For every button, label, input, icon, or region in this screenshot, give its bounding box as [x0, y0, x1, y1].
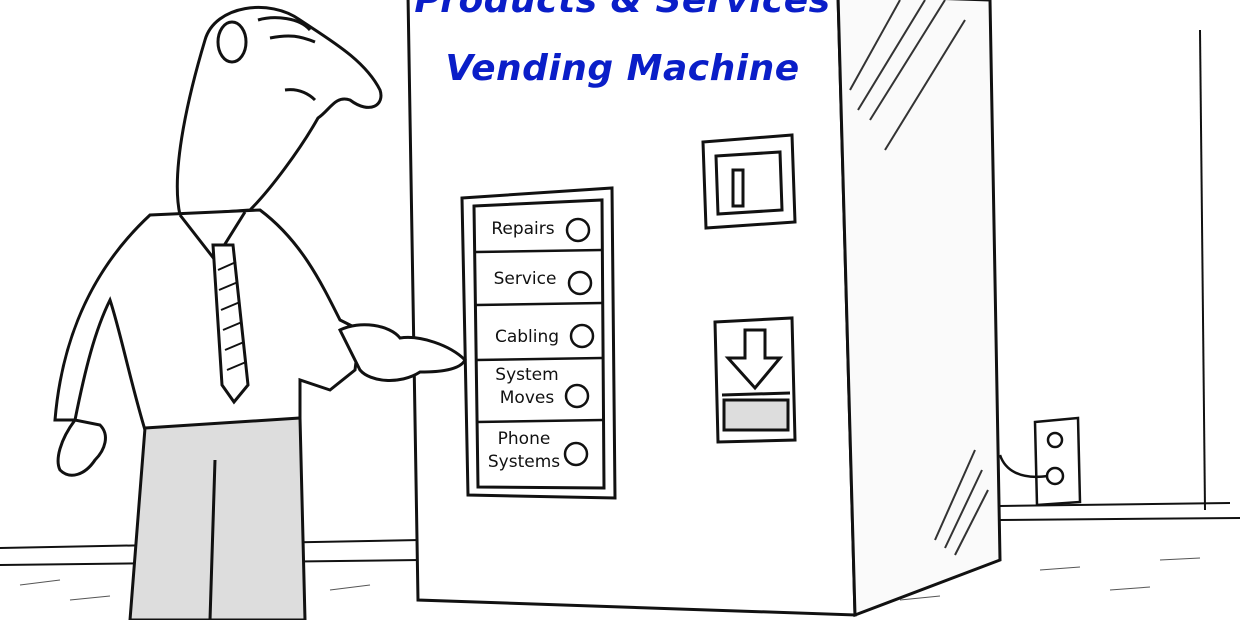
button-label-system-moves-line1: System	[495, 365, 559, 385]
button-label-service[interactable]: Service	[493, 269, 557, 289]
button-label-repairs[interactable]: Repairs	[491, 219, 555, 239]
tie-stripes	[217, 261, 247, 371]
man-figure	[53, 6, 467, 622]
button-circles	[563, 217, 595, 467]
button-label-phone-systems[interactable]: Phone Systems	[478, 428, 570, 474]
title-line-2: Vending Machine	[445, 48, 800, 89]
button-label-system-moves-line2: Moves	[499, 388, 555, 408]
machine-shading	[849, 0, 989, 556]
wall-outlet	[998, 416, 1082, 507]
button-label-system-moves[interactable]: System Moves	[486, 364, 568, 410]
coin-slot	[701, 133, 797, 230]
button-label-cabling[interactable]: Cabling	[494, 327, 560, 347]
dispenser	[713, 316, 797, 444]
button-label-phone-systems-line1: Phone	[497, 429, 551, 449]
panel-dividers	[475, 248, 604, 424]
button-label-phone-systems-line2: Systems	[487, 452, 561, 472]
title-line-1: Products & Services	[414, 0, 831, 21]
